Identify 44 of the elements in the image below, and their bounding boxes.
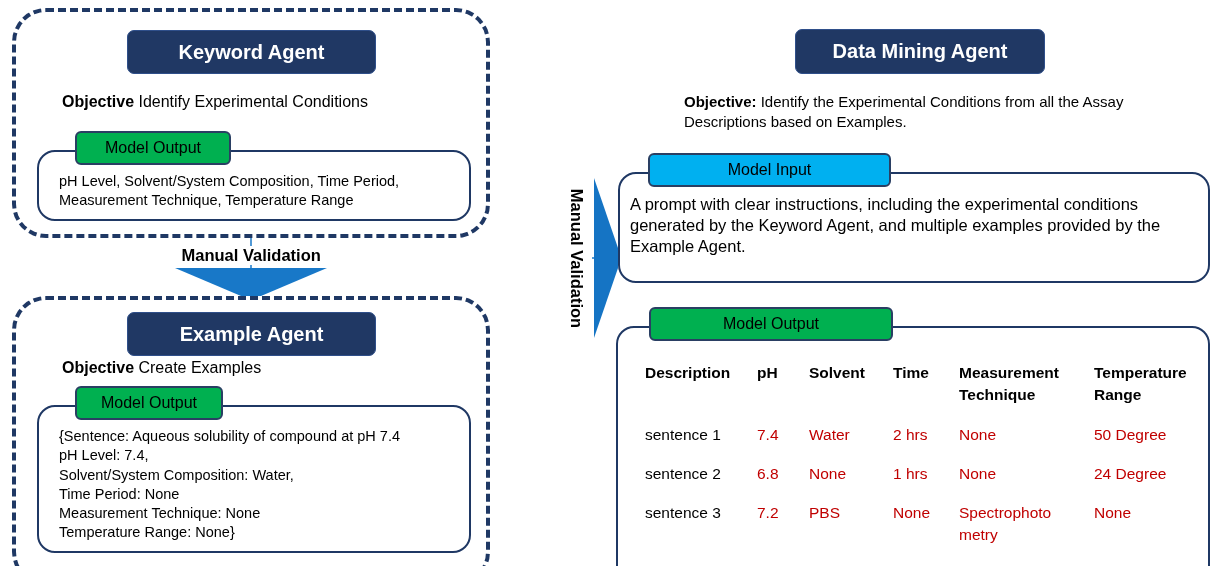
table-header: Temperature Range [1094,363,1188,405]
table-header: Time [893,363,930,383]
output-text: pH Level: 7.4, [59,446,150,466]
table-cell-text: None [1094,503,1133,523]
table-header: Description [645,363,732,383]
table-cell-text: 7.4 [757,425,780,445]
table-cell-text: 6.8 [757,464,780,484]
agent-title-banner: Data Mining Agent [795,29,1045,74]
table-cell-text: sentence 1 [645,425,722,445]
table-cell-text: sentence 2 [645,464,722,484]
output-text: pH Level, Solvent/System Composition, Time Period, Measurement Technique, Temperature Range [59,172,401,210]
objective-text: Objective Identify Experimental Conditions [62,93,368,111]
output-text: Solvent/System Composition: Water, [59,465,295,485]
output-text: Temperature Range: None} [59,523,236,543]
output-text: {Sentence: Aqueous solubility of compound at pH 7.4 [59,427,401,446]
table-cell-text: sentence 3 [645,503,722,523]
objective-text: Objective Create Examples [62,359,262,377]
dashed-group-frame [12,296,490,566]
agent-title-banner: Example Agent [127,312,376,356]
dashed-group-frame [12,8,490,238]
panel-tab: Model Output [75,386,223,420]
table-cell-text: 1 hrs [893,464,929,484]
table-header: pH [757,363,779,383]
table-cell-text: 24 Degree [1094,464,1168,484]
output-text: Time Period: None [59,484,181,504]
agent-title-banner: Keyword Agent [127,30,376,74]
table-cell-text: None [959,425,998,445]
panel-tab: Model Output [649,307,893,341]
panel-tab: Model Input [648,153,891,187]
table-cell-text: 50 Degree [1094,425,1168,445]
table-cell-text: None [893,503,932,523]
table-cell-text: Water [809,425,851,445]
output-text: Measurement Technique: None [59,504,262,524]
table-header: Solvent [809,363,866,383]
panel-tab: Model Output [75,131,231,165]
table-cell-text: 2 hrs [893,425,929,445]
output-text: A prompt with clear instructions, including the experimental conditions generated by the Keyword Agent, and multiple examples provided by the Example Agent. [630,194,1162,257]
table-cell-text: None [809,464,848,484]
objective-text: Objective: Identify the Experimental Conditions from all the Assay Descriptions based on Examples. [684,92,1125,132]
table-cell-text: 7.2 [757,503,780,523]
table-cell-text: PBS [809,503,841,523]
table-cell-text: None [959,464,998,484]
table-header: Measurement Technique [959,363,1060,405]
table-cell-text: Spectrophoto metry [959,503,1053,545]
